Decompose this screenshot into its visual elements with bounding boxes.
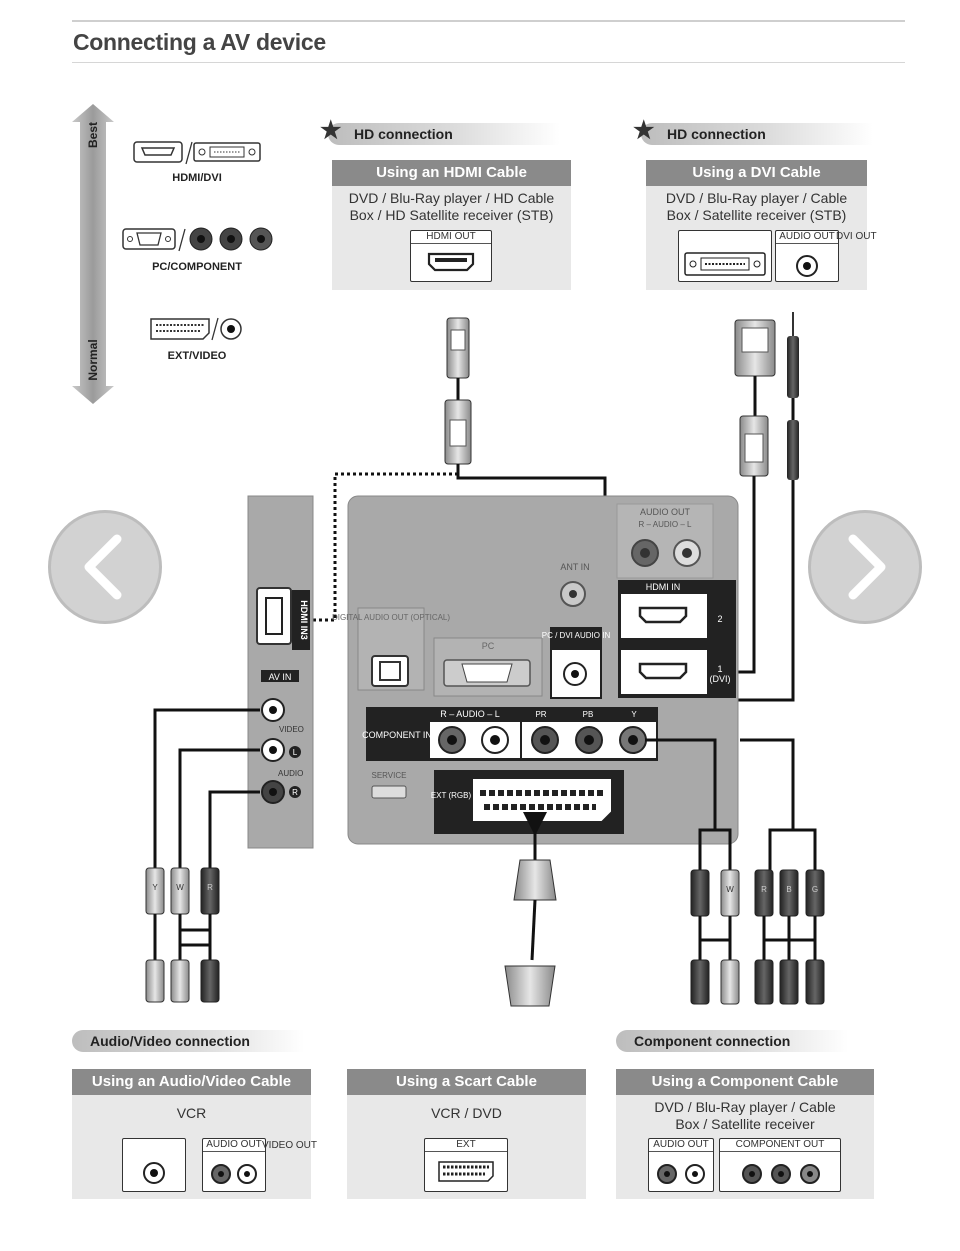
star-icon: ★ — [320, 117, 342, 144]
av-audio-out-port: AUDIO OUT — [202, 1138, 266, 1192]
hd-connection-header-left: ★ HD connection — [320, 119, 560, 145]
hdmi-port-icon — [427, 252, 475, 272]
star-icon: ★ — [633, 117, 655, 144]
component-audio-out-port: AUDIO OUT — [648, 1138, 714, 1192]
l-label: L — [293, 748, 298, 757]
audio-label: AUDIO — [278, 769, 303, 778]
dvi-cable — [609, 319, 776, 684]
audio-out-label: AUDIO OUT — [640, 507, 691, 517]
hdmi-port-1-dvi-label: (DVI) — [710, 674, 731, 684]
av-device-title: Using an Audio/Video Cable — [72, 1069, 311, 1095]
scale-best-label: Best — [86, 122, 100, 149]
title-underline — [72, 62, 905, 63]
dvi-device-title: Using a DVI Cable — [646, 160, 867, 186]
plug-letter-r2: R — [761, 885, 767, 894]
hdmi-port-2-label: 2 — [717, 614, 722, 624]
ext-port: EXT — [424, 1138, 508, 1192]
hdmi-in3-label: HDMI IN3 — [299, 600, 309, 640]
av-device-box: Using an Audio/Video Cable VCR — [72, 1069, 311, 1199]
next-button[interactable] — [808, 510, 922, 624]
scart-cable — [504, 812, 557, 1007]
page-title: Connecting a AV device — [73, 29, 326, 55]
component-audio-label: R – AUDIO – L — [440, 709, 500, 719]
chevron-left-icon — [84, 534, 122, 600]
ant-in-label: ANT IN — [560, 562, 589, 572]
audio-jack-icon — [143, 1162, 165, 1184]
audio-jack-icon — [796, 255, 818, 277]
av-device-desc: VCR — [176, 1105, 207, 1121]
dvi-out-label: DVI OUT — [836, 231, 877, 242]
hdmi-out-port: HDMI OUT — [410, 230, 492, 282]
scart-device-desc: VCR / DVD — [431, 1105, 502, 1121]
av-audio-out-label: AUDIO OUT — [203, 1139, 265, 1152]
dvi-device-desc: DVD / Blu-Ray player / Cable Box / Satel… — [665, 190, 848, 223]
stereo-jack-icon — [211, 1164, 257, 1184]
plug-letter-b: B — [786, 885, 791, 894]
pb-label: PB — [583, 710, 594, 719]
dvi-audio-out-label: AUDIO OUT — [776, 231, 838, 244]
plug-letter-y: Y — [152, 883, 158, 892]
hd-connection-header-right: ★ HD connection — [633, 119, 873, 145]
hdmi-out-label: HDMI OUT — [411, 231, 491, 244]
hdmi-dvi-port-icon — [133, 141, 261, 165]
service-label: SERVICE — [372, 771, 407, 780]
component-jack-icon — [742, 1164, 820, 1184]
stereo-jack-icon — [657, 1164, 705, 1184]
component-device-desc: DVD / Blu-Ray player / Cable Box / Satel… — [654, 1099, 836, 1132]
component-device-title: Using a Component Cable — [616, 1069, 874, 1095]
chevron-right-icon — [848, 534, 886, 600]
previous-button[interactable] — [48, 510, 162, 624]
av-in-label: AV IN — [269, 672, 292, 682]
pc-dvi-audio-in-label: PC / DVI AUDIO IN — [542, 631, 611, 640]
hdmi-dvi-label: HDMI/DVI — [172, 172, 222, 184]
hdmi-device-title: Using an HDMI Cable — [332, 160, 571, 186]
scart-port-icon — [438, 1161, 494, 1182]
hdmi-cable — [444, 317, 607, 618]
av-connection-header: Audio/Video connection — [72, 1030, 304, 1052]
plug-letter-g: G — [812, 885, 818, 894]
pr-label: PR — [535, 710, 546, 719]
pc-component-label: PC/COMPONENT — [152, 261, 242, 273]
scart-device-title: Using a Scart Cable — [347, 1069, 586, 1095]
ext-video-port-icon — [150, 317, 242, 341]
video-label: VIDEO — [279, 725, 304, 734]
hdmi-port-1-label: 1 — [717, 664, 722, 674]
connection-diagram: HDMI IN3 AV IN VIDEO L AUDIO R AUDIO OUT… — [145, 312, 825, 1007]
ext-port-label: EXT — [425, 1139, 507, 1152]
ext-label: EXT (RGB) — [431, 791, 472, 800]
video-out-port — [122, 1138, 186, 1192]
plug-letter-w2: W — [726, 885, 734, 894]
digital-audio-out-label: DIGITAL AUDIO OUT (OPTICAL) — [332, 613, 450, 622]
component-connection-header: Component connection — [616, 1030, 848, 1052]
component-out-port: COMPONENT OUT — [719, 1138, 841, 1192]
plug-letter-r: R — [207, 883, 213, 892]
dvi-port-icon — [684, 252, 766, 276]
pc-label: PC — [482, 641, 495, 651]
ext-video-label: EXT/VIDEO — [167, 350, 227, 362]
r-label: R — [292, 788, 298, 797]
component-in-label: COMPONENT IN — [362, 730, 432, 740]
y-label: Y — [631, 710, 637, 719]
top-rule — [72, 20, 905, 22]
plug-letter-w: W — [176, 883, 184, 892]
hdmi-in-label: HDMI IN — [646, 582, 681, 592]
av-video-out-label: VIDEO OUT — [262, 1140, 318, 1151]
component-out-label: COMPONENT OUT — [720, 1139, 840, 1152]
dvi-out-port — [678, 230, 772, 282]
quality-scale-arrow — [72, 104, 114, 404]
component-audio-out-label: AUDIO OUT — [649, 1139, 713, 1152]
audio-out-port-dvi: AUDIO OUT — [775, 230, 839, 282]
audio-rl-label: R – AUDIO – L — [639, 520, 692, 529]
pc-component-port-icon — [122, 227, 273, 252]
hdmi-device-desc: DVD / Blu-Ray player / HD Cable Box / HD… — [348, 190, 555, 223]
